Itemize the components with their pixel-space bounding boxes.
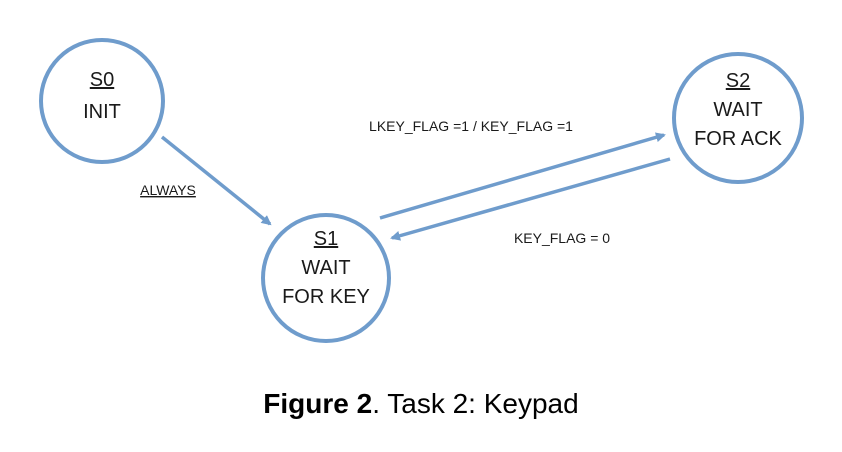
edge-s0-to-s1-label: ALWAYS [140, 182, 196, 198]
edge-s1-to-s2: LKEY_FLAG =1 / KEY_FLAG =1 [369, 118, 666, 220]
edge-s0-to-s1-arrow [160, 135, 272, 226]
node-s1-id: S1 [314, 228, 338, 250]
figure-title: . Task 2: Keypad [372, 388, 579, 419]
figure-number: Figure 2 [263, 388, 373, 419]
node-s0-id: S0 [90, 69, 114, 91]
node-s0-circle [39, 38, 165, 164]
node-s1-line2: FOR KEY [282, 286, 370, 308]
edge-s0-to-s1: ALWAYS [140, 135, 272, 226]
node-s2-line1: WAIT [713, 99, 762, 121]
node-s2: S2 WAIT FOR ACK [672, 52, 804, 184]
edge-s2-to-s1-label: KEY_FLAG = 0 [514, 230, 610, 246]
node-s1-circle [261, 213, 391, 343]
edge-s2-to-s1: KEY_FLAG = 0 [390, 157, 671, 246]
edge-s2-to-s1-arrow [390, 157, 671, 241]
node-s0: S0 INIT [39, 38, 165, 164]
edge-s1-to-s2-arrow [379, 132, 666, 220]
node-s2-id: S2 [726, 70, 750, 92]
node-s1: S1 WAIT FOR KEY [261, 213, 391, 343]
edge-s1-to-s2-label: LKEY_FLAG =1 / KEY_FLAG =1 [369, 118, 573, 134]
node-s0-line1: INIT [83, 101, 121, 123]
node-s2-circle [672, 52, 804, 184]
node-s1-line1: WAIT [301, 257, 350, 279]
figure-caption: Figure 2. Task 2: Keypad [0, 388, 842, 420]
node-s2-line2: FOR ACK [694, 128, 782, 150]
